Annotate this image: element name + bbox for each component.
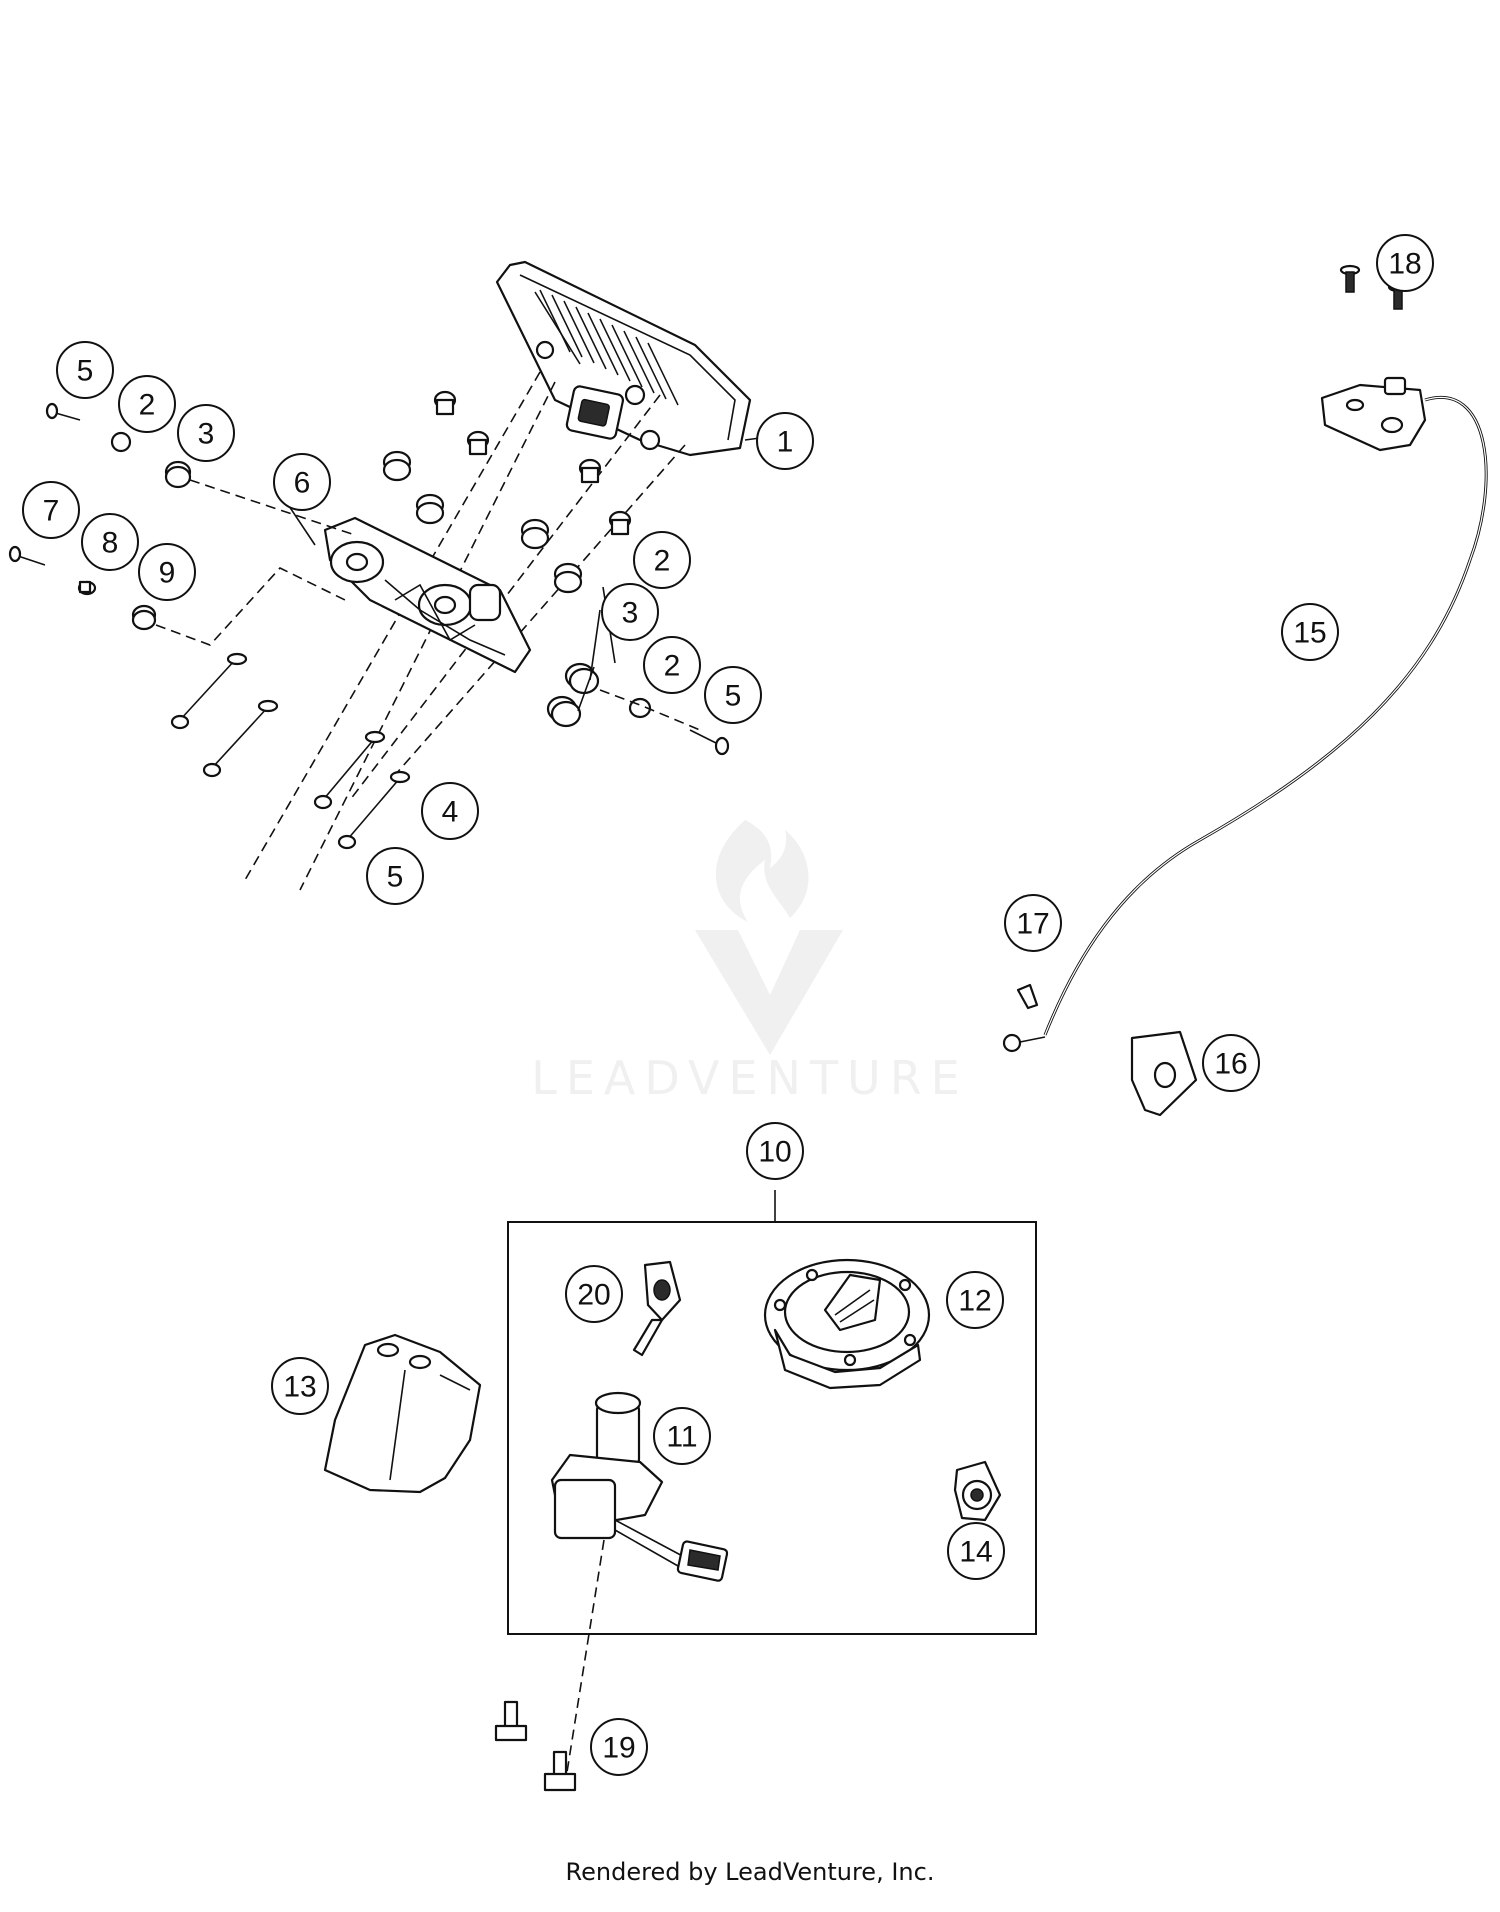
callout-number: 14 (959, 1536, 992, 1569)
callout-18[interactable]: 18 (1376, 234, 1434, 292)
lock-screws (494, 1700, 577, 1792)
callout-number: 17 (1016, 908, 1049, 941)
callout-2[interactable]: 2 (118, 375, 176, 433)
callout-10[interactable]: 10 (746, 1122, 804, 1180)
ignition-key[interactable] (632, 1260, 682, 1357)
bushings-upper (382, 390, 632, 594)
callout-circle (590, 1718, 648, 1776)
callout-circle (565, 1265, 623, 1323)
leadventure-watermark: LEADVENTURE (531, 820, 969, 1105)
callout-2[interactable]: 2 (633, 531, 691, 589)
callout-number: 4 (442, 796, 459, 829)
callout-circle (746, 1122, 804, 1180)
cable-holder[interactable] (1130, 1030, 1198, 1117)
callout-circle (704, 666, 762, 724)
callout-15[interactable]: 15 (1281, 603, 1339, 661)
callout-circle (947, 1522, 1005, 1580)
callout-circle (653, 1407, 711, 1465)
fuel-tank-cap[interactable] (763, 1258, 931, 1390)
footer-credit: Rendered by LeadVenture, Inc. (566, 1858, 935, 1886)
callout-circle (633, 531, 691, 589)
callout-number: 12 (958, 1285, 991, 1318)
callout-20[interactable]: 20 (565, 1265, 623, 1323)
callout-12[interactable]: 12 (946, 1271, 1004, 1329)
cluster-mounting-bracket[interactable] (323, 516, 532, 674)
callout-4[interactable]: 4 (421, 782, 479, 840)
callout-6[interactable]: 6 (273, 453, 331, 511)
left-fasteners (8, 402, 356, 646)
callout-circle (601, 583, 659, 641)
lower-fasteners (170, 652, 411, 850)
callout-circle (273, 453, 331, 511)
ignition-lock[interactable] (550, 1391, 729, 1773)
callout-circle (56, 341, 114, 399)
callout-3[interactable]: 3 (601, 583, 659, 641)
callout-circle (756, 412, 814, 470)
callout-number: 3 (622, 597, 639, 630)
callout-number: 5 (387, 861, 404, 894)
callout-number: 8 (102, 527, 119, 560)
callout-number: 5 (77, 355, 94, 388)
callout-circle (271, 1357, 329, 1415)
callout-number: 16 (1214, 1048, 1247, 1081)
callout-number: 20 (577, 1279, 610, 1312)
callout-number: 2 (654, 545, 671, 578)
callout-circle (1202, 1034, 1260, 1092)
callout-number: 10 (758, 1136, 791, 1169)
callout-number: 2 (139, 389, 156, 422)
flame-icon (715, 820, 809, 922)
callout-5[interactable]: 5 (704, 666, 762, 724)
callout-circle (643, 636, 701, 694)
assembly-lines-cluster (244, 371, 686, 891)
callout-circle (366, 847, 424, 905)
callout-13[interactable]: 13 (271, 1357, 329, 1415)
seat-lock-cable[interactable] (1002, 376, 1488, 1053)
callout-circle (118, 375, 176, 433)
callout-circle (421, 782, 479, 840)
callout-3[interactable]: 3 (177, 404, 235, 462)
callout-5[interactable]: 5 (366, 847, 424, 905)
callout-circle (1281, 603, 1339, 661)
callout-circle (22, 481, 80, 539)
cable-clip[interactable] (1016, 983, 1039, 1010)
callout-number: 18 (1388, 248, 1421, 281)
callout-1[interactable]: 1 (756, 412, 814, 470)
callout-number: 3 (198, 418, 215, 451)
callout-16[interactable]: 16 (1202, 1034, 1260, 1092)
callout-number: 9 (159, 557, 176, 590)
callout-5[interactable]: 5 (56, 341, 114, 399)
callout-circle (1376, 234, 1434, 292)
lock-set-box (507, 1190, 1037, 1635)
callout-number: 2 (664, 650, 681, 683)
callout-number: 1 (777, 426, 794, 459)
callout-number: 19 (602, 1732, 635, 1765)
callout-2[interactable]: 2 (643, 636, 701, 694)
instrument-cluster[interactable] (495, 260, 752, 457)
callout-8[interactable]: 8 (81, 513, 139, 571)
watermark-text: LEADVENTURE (531, 1051, 969, 1105)
callout-circle (1004, 894, 1062, 952)
callout-number: 5 (725, 680, 742, 713)
callout-number: 11 (666, 1421, 697, 1454)
callout-number: 13 (283, 1371, 316, 1404)
callout-11[interactable]: 11 (653, 1407, 711, 1465)
callout-19[interactable]: 19 (590, 1718, 648, 1776)
callout-circle (177, 404, 235, 462)
callout-circle (138, 543, 196, 601)
callout-circle (81, 513, 139, 571)
callout-7[interactable]: 7 (22, 481, 80, 539)
callout-17[interactable]: 17 (1004, 894, 1062, 952)
callout-14[interactable]: 14 (947, 1522, 1005, 1580)
callout-number: 6 (294, 467, 311, 500)
callout-circle (946, 1271, 1004, 1329)
seat-lock-cylinder[interactable] (953, 1460, 1002, 1522)
callout-number: 7 (43, 495, 60, 528)
v-logo-icon (695, 930, 843, 1055)
ignition-cover[interactable] (323, 1333, 482, 1494)
callout-number: 15 (1293, 617, 1326, 650)
callout-9[interactable]: 9 (138, 543, 196, 601)
